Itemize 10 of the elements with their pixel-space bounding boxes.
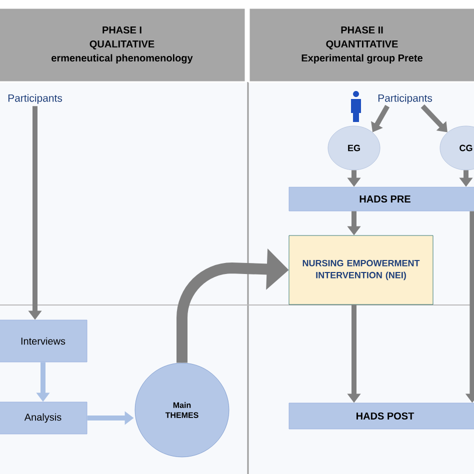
header-cell: PHASE I QUALITATIVE ermeneutical phenomenology [0, 7, 246, 83]
participants-label: Participants [8, 94, 62, 104]
process-box: Interviews [0, 320, 88, 362]
measure-bar: HADS PRE [288, 186, 474, 212]
participants-label: Participants [378, 94, 432, 104]
intervention-box: NURSING EMPOWERMENT INTERVENTION (NEI) [288, 235, 434, 305]
header-cell: PHASE II QUANTITATIVE Experimental group Prete [248, 7, 474, 83]
process-box: Analysis [0, 402, 88, 434]
arrow [420, 104, 448, 132]
measure-bar: HADS POST [288, 402, 474, 430]
